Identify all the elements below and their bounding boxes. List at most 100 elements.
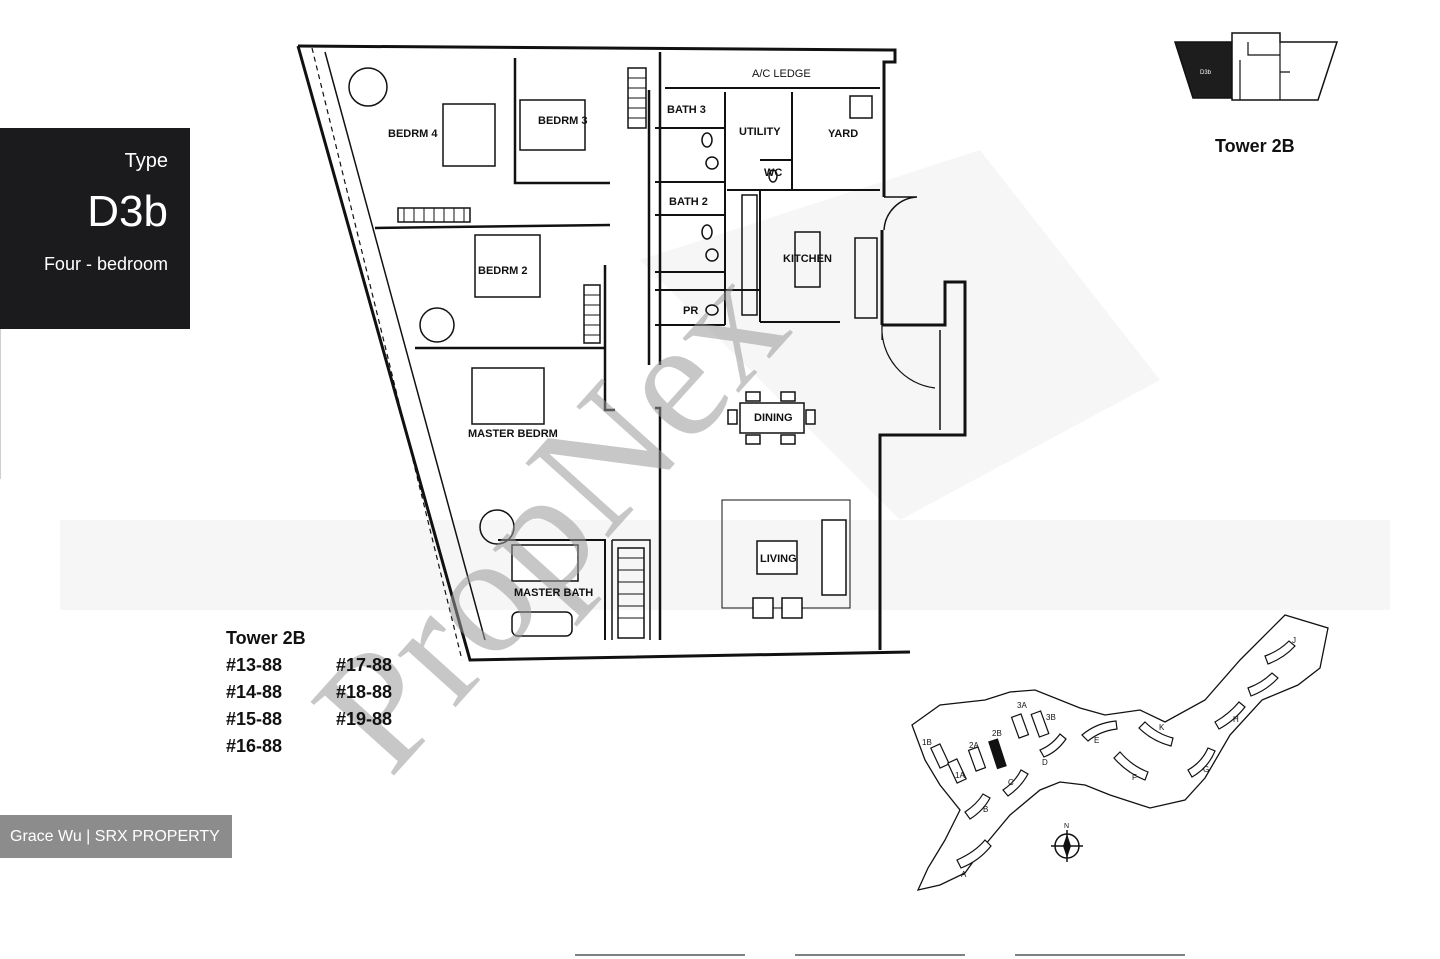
room-label-wc: WC [764, 167, 782, 179]
room-label-kitchen: KITCHEN [783, 253, 832, 265]
unit-number: #16-88 [226, 736, 283, 756]
master-bath-wall [498, 539, 606, 640]
room-label-master: MASTER BEDRM [468, 428, 558, 440]
pr-wc [705, 304, 719, 316]
bed-master [471, 367, 545, 425]
type-label: Type [124, 150, 168, 172]
site-block [1039, 733, 1067, 758]
key-plan-outline [1231, 32, 1339, 101]
room-label-pr: PR [683, 305, 698, 317]
armchair [781, 597, 803, 619]
room-label-bedrm3: BEDRM 3 [538, 115, 588, 127]
wardrobe-bedrm2 [583, 284, 601, 344]
site-label: 3A [1017, 701, 1027, 710]
wc-fixture [768, 169, 778, 183]
site-block [1247, 672, 1279, 697]
site-label: 2B [992, 729, 1002, 738]
wardrobe-bedrm2-hangers [584, 294, 600, 336]
watermark-band [60, 520, 1390, 610]
site-label: 1B [922, 738, 932, 747]
room-label-yard: YARD [828, 128, 858, 140]
room-label-bedrm4: BEDRM 4 [388, 128, 438, 140]
room-label-ac-ledge: A/C LEDGE [752, 68, 811, 80]
kitchen-island [794, 231, 821, 288]
site-label: H [1233, 715, 1239, 724]
wardrobe-master [617, 547, 645, 639]
bath2-wc [701, 224, 713, 240]
balcony-door [881, 324, 936, 389]
unit-number: #15-88 [226, 709, 283, 729]
coffee-table [756, 540, 798, 575]
service-walls [655, 127, 760, 326]
unit-type-code: D3b [87, 187, 168, 236]
kitchen-walls [759, 190, 840, 323]
wardrobe-bedrm3-hangers [628, 77, 646, 119]
exterior-wall-left [296, 45, 911, 662]
room-label-bath3: BATH 3 [667, 104, 706, 116]
site-label: C [1008, 778, 1014, 787]
unit-type-description: Four - bedroom [43, 254, 168, 274]
vanity-master-bath [511, 544, 579, 582]
site-block [1081, 720, 1118, 742]
site-block [1030, 710, 1050, 738]
unit-type-box: Type D3b Four - bedroom [0, 128, 190, 329]
sofa [821, 519, 847, 596]
exterior-wall-top [297, 44, 897, 197]
room-label-master-bath: MASTER BATH [514, 587, 593, 599]
core-wall [647, 52, 662, 365]
kitchen-counter [854, 237, 878, 319]
bedrm4-bedrm2-wall [374, 223, 611, 230]
site-plan: 1B 1A 2A 2B 3A 3B A B C D E F G H J K N [911, 614, 1329, 891]
site-label: F [1132, 773, 1137, 782]
site-block [1138, 721, 1174, 747]
site-label: J [1292, 636, 1296, 645]
dining-table [739, 402, 805, 434]
bath3-basin [705, 156, 719, 170]
bed-bedrm2 [474, 234, 541, 298]
site-block [967, 746, 987, 772]
unit-number: #18-88 [336, 682, 393, 702]
site-block-2b-highlight [988, 738, 1007, 770]
armchair [752, 597, 774, 619]
site-block [1010, 713, 1030, 739]
column-bedrm2 [419, 307, 455, 343]
key-plan-unit-mark: D3b [1200, 70, 1212, 76]
utility-walls [724, 92, 880, 325]
dining-chair [780, 434, 796, 445]
dining-chair [780, 391, 796, 402]
site-label: 1A [955, 771, 965, 780]
dining-chair [727, 409, 738, 425]
site-block [1214, 701, 1246, 730]
bed-bedrm4 [442, 103, 496, 167]
credit-banner: Grace Wu | SRX PROPERTY [0, 815, 232, 858]
dining-chair [745, 391, 761, 402]
bedrm2-master-wall [415, 265, 615, 412]
dining-chair [805, 409, 816, 425]
edge-divider [0, 329, 1, 479]
site-block [947, 758, 967, 784]
north-arrow-icon: N [1051, 823, 1083, 862]
unit-number: #13-88 [226, 655, 283, 675]
column-bedrm4 [348, 67, 388, 107]
site-block [930, 743, 950, 769]
room-label-utility: UTILITY [739, 126, 781, 138]
site-label: G [1203, 765, 1209, 774]
room-label-bath2: BATH 2 [669, 196, 708, 208]
yard-sink [849, 95, 873, 119]
site-block [1187, 747, 1216, 778]
site-label: B [983, 805, 988, 814]
key-plan: D3b [1173, 32, 1339, 101]
room-label-dining: DINING [754, 412, 793, 424]
bed-bedrm3 [519, 99, 586, 151]
site-block [964, 793, 991, 820]
service-door [883, 196, 918, 231]
column-master [479, 509, 515, 545]
site-block [1002, 769, 1029, 797]
key-plan-tower-label: Tower 2B [1215, 136, 1295, 156]
north-label: N [1064, 823, 1069, 830]
walk-in-wardrobe [611, 539, 651, 640]
facade-dashed-line [311, 47, 463, 661]
key-plan-divisions [1239, 42, 1290, 100]
kitchen-side-counter [741, 194, 758, 316]
